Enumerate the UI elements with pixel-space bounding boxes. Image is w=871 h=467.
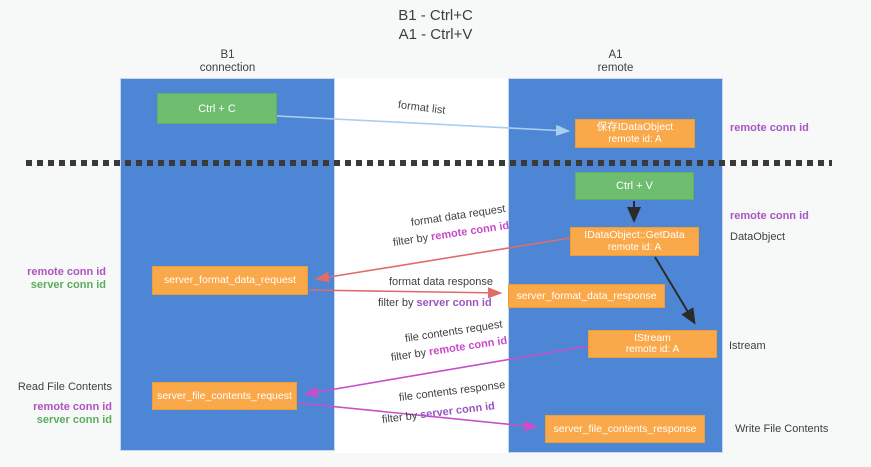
save-idataobject-line2: remote id: A — [608, 133, 662, 145]
server-file-contents-response-box: server_file_contents_response — [545, 415, 705, 443]
lane-b1-role: connection — [199, 62, 256, 74]
idataobject-getdata-box: IDataObject::GetData remote id: A — [570, 227, 699, 256]
lane-a1-name: A1 — [608, 49, 623, 61]
remote-conn-id-label-top: remote conn id — [730, 122, 809, 134]
diagram-title: B1 - Ctrl+C A1 - Ctrl+V — [0, 6, 871, 44]
istream-box: IStream remote id: A — [588, 330, 717, 358]
ctrl-c-label: Ctrl + C — [198, 102, 236, 115]
server-format-data-response-box: server_format_data_response — [508, 284, 665, 308]
dataobject-label: DataObject — [730, 231, 786, 243]
istream-side-label: Istream — [729, 340, 766, 352]
lane-b1-name: B1 — [220, 49, 235, 61]
lane-header-b1: B1 connection — [120, 49, 335, 75]
getdata-line2: remote id: A — [607, 241, 662, 253]
title-line-2: A1 - Ctrl+V — [398, 26, 473, 43]
server-format-data-request-label: server_format_data_request — [164, 274, 296, 287]
lane-a1-role: remote — [597, 62, 634, 74]
server-conn-id-highlight: server conn id — [416, 297, 492, 309]
save-idataobject-box: 保存IDataObject remote id: A — [575, 119, 695, 148]
copy-paste-separator — [26, 160, 832, 166]
write-file-contents-label: Write File Contents — [735, 423, 829, 435]
server-file-contents-request-box: server_file_contents_request — [152, 382, 297, 410]
ctrl-v-box: Ctrl + V — [575, 172, 694, 200]
istream-line2: remote id: A — [625, 344, 680, 355]
server-format-data-request-box: server_format_data_request — [152, 266, 308, 295]
server-conn-id-label-left: server conn id — [30, 279, 106, 291]
read-file-contents-label: Read File Contents — [17, 381, 112, 393]
format-data-response-filter-label: filter by server conn id — [378, 297, 492, 309]
ctrl-c-box: Ctrl + C — [157, 93, 277, 124]
left-conn-id-group-top: remote conn id server conn id — [8, 266, 106, 292]
server-conn-id-label-left-bottom: server conn id — [36, 414, 112, 426]
server-file-contents-response-label: server_file_contents_response — [553, 422, 697, 435]
server-format-data-response-label: server_format_data_response — [516, 289, 657, 302]
server-file-contents-request-label: server_file_contents_request — [157, 389, 292, 402]
remote-conn-id-label-left: remote conn id — [27, 266, 106, 278]
save-idataobject-line1: 保存IDataObject — [596, 121, 674, 133]
title-line-1: B1 - Ctrl+C — [398, 7, 473, 24]
lane-header-a1: A1 remote — [508, 49, 723, 75]
left-conn-id-group-bottom: Read File Contents remote conn id server… — [8, 381, 112, 427]
getdata-line1: IDataObject::GetData — [584, 229, 685, 241]
format-data-response-label: format data response — [389, 276, 493, 288]
remote-conn-id-label-mid: remote conn id — [730, 210, 809, 222]
ctrl-v-label: Ctrl + V — [616, 180, 653, 192]
istream-line1: IStream — [634, 331, 671, 344]
remote-conn-id-label-left-bottom: remote conn id — [33, 401, 112, 413]
filter-by-text: filter by — [378, 297, 417, 309]
